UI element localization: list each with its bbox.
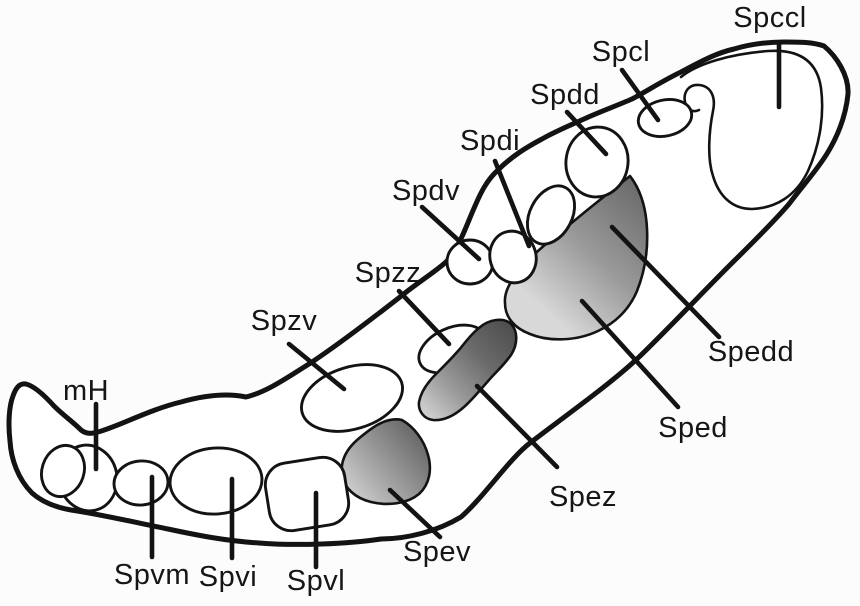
leader-line-spzz bbox=[396, 288, 452, 347]
region-blob-spvm bbox=[112, 459, 170, 507]
label-spdi: Spdi bbox=[460, 125, 520, 157]
leader-line-spdd bbox=[564, 109, 609, 157]
leader-line-spev bbox=[387, 487, 443, 540]
white-blob-group bbox=[40, 98, 694, 533]
label-spzv: Spzv bbox=[251, 305, 317, 337]
leader-line-spzv bbox=[286, 341, 347, 392]
region-blob-spdv bbox=[445, 238, 495, 286]
label-spcl: Spcl bbox=[592, 36, 650, 68]
leader-line-spdv bbox=[419, 204, 482, 262]
region-blob-spvi bbox=[168, 446, 264, 516]
label-spdv: Spdv bbox=[392, 175, 460, 207]
label-spdd: Spdd bbox=[530, 79, 600, 111]
figure-label-group: mH Spvm Spvi Spvl Spev Spez Sped Spedd S… bbox=[63, 2, 806, 597]
shaded-region-spez bbox=[417, 318, 518, 422]
label-spez: Spez bbox=[549, 481, 617, 513]
region-blob-spdi bbox=[525, 184, 577, 246]
shaded-region-spev bbox=[340, 418, 432, 506]
region-blob-spvl bbox=[263, 455, 351, 533]
leader-line-spedd bbox=[609, 224, 722, 340]
label-mh: mH bbox=[63, 375, 109, 407]
label-sped: Sped bbox=[658, 412, 728, 444]
leader-line-group bbox=[93, 41, 782, 570]
leader-line-sped bbox=[579, 298, 681, 410]
label-spvm: Spvm bbox=[114, 559, 190, 591]
leader-line-spez bbox=[474, 383, 560, 470]
label-spvl: Spvl bbox=[287, 565, 345, 597]
label-spedd: Spedd bbox=[708, 336, 794, 368]
label-spccl: Spccl bbox=[733, 2, 806, 34]
leader-line-spcl bbox=[619, 67, 661, 123]
label-spev: Spev bbox=[403, 536, 471, 568]
region-blob-middle bbox=[488, 229, 538, 285]
label-spvi: Spvi bbox=[199, 561, 257, 593]
region-blob-spdd bbox=[564, 125, 630, 199]
figure-linework bbox=[6, 39, 851, 570]
label-spzz: Spzz bbox=[355, 257, 421, 289]
inner-lobe-spccl-outline bbox=[679, 49, 824, 211]
region-blob-mh-left bbox=[40, 443, 86, 499]
region-blob-spzv bbox=[300, 363, 404, 433]
leader-line-spdi bbox=[492, 158, 532, 249]
